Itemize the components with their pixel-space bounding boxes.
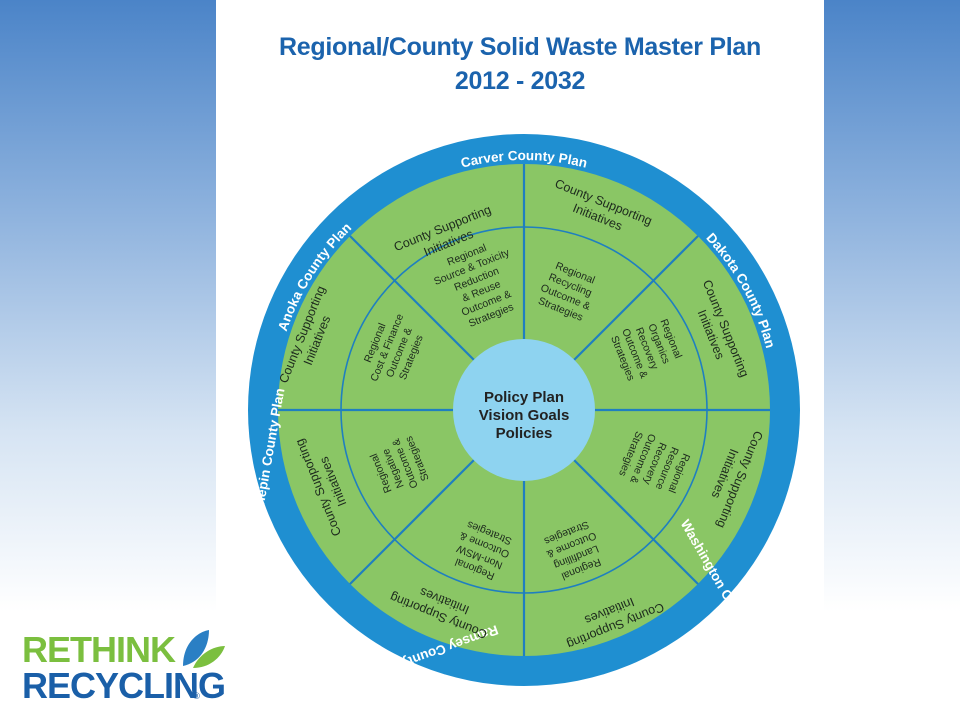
divider-sw — [349, 458, 476, 585]
sector-dividers — [278, 164, 770, 656]
leaf-icon — [183, 630, 225, 668]
divider-se — [572, 458, 699, 585]
divider-nw — [349, 235, 476, 362]
title-line-2: 2012 - 2032 — [454, 67, 586, 95]
center-line-2: Vision Goals — [479, 407, 570, 424]
label-carver: Carver County Plan — [459, 148, 589, 171]
regional-resource: Regional Resource Recovery Outcome & Str… — [616, 429, 692, 494]
divider-ne — [572, 235, 699, 362]
logo-word-recycling: RECYCLING — [22, 665, 226, 706]
rethink-recycling-logo: RETHINK RECYCLING ® — [22, 629, 226, 706]
center-line-3: Policies — [496, 425, 553, 442]
logo-word-rethink: RETHINK — [22, 629, 176, 670]
title-line-1: Regional/County Solid Waste Master Plan — [279, 33, 761, 61]
page-title: Regional/County Solid Waste Master Plan … — [216, 30, 824, 98]
regional-organics: Regional Organics Recovery Outcome & Str… — [608, 317, 684, 382]
center-circle — [453, 339, 595, 481]
center-line-1: Policy Plan — [484, 389, 564, 406]
logo-registered-mark: ® — [192, 692, 201, 702]
